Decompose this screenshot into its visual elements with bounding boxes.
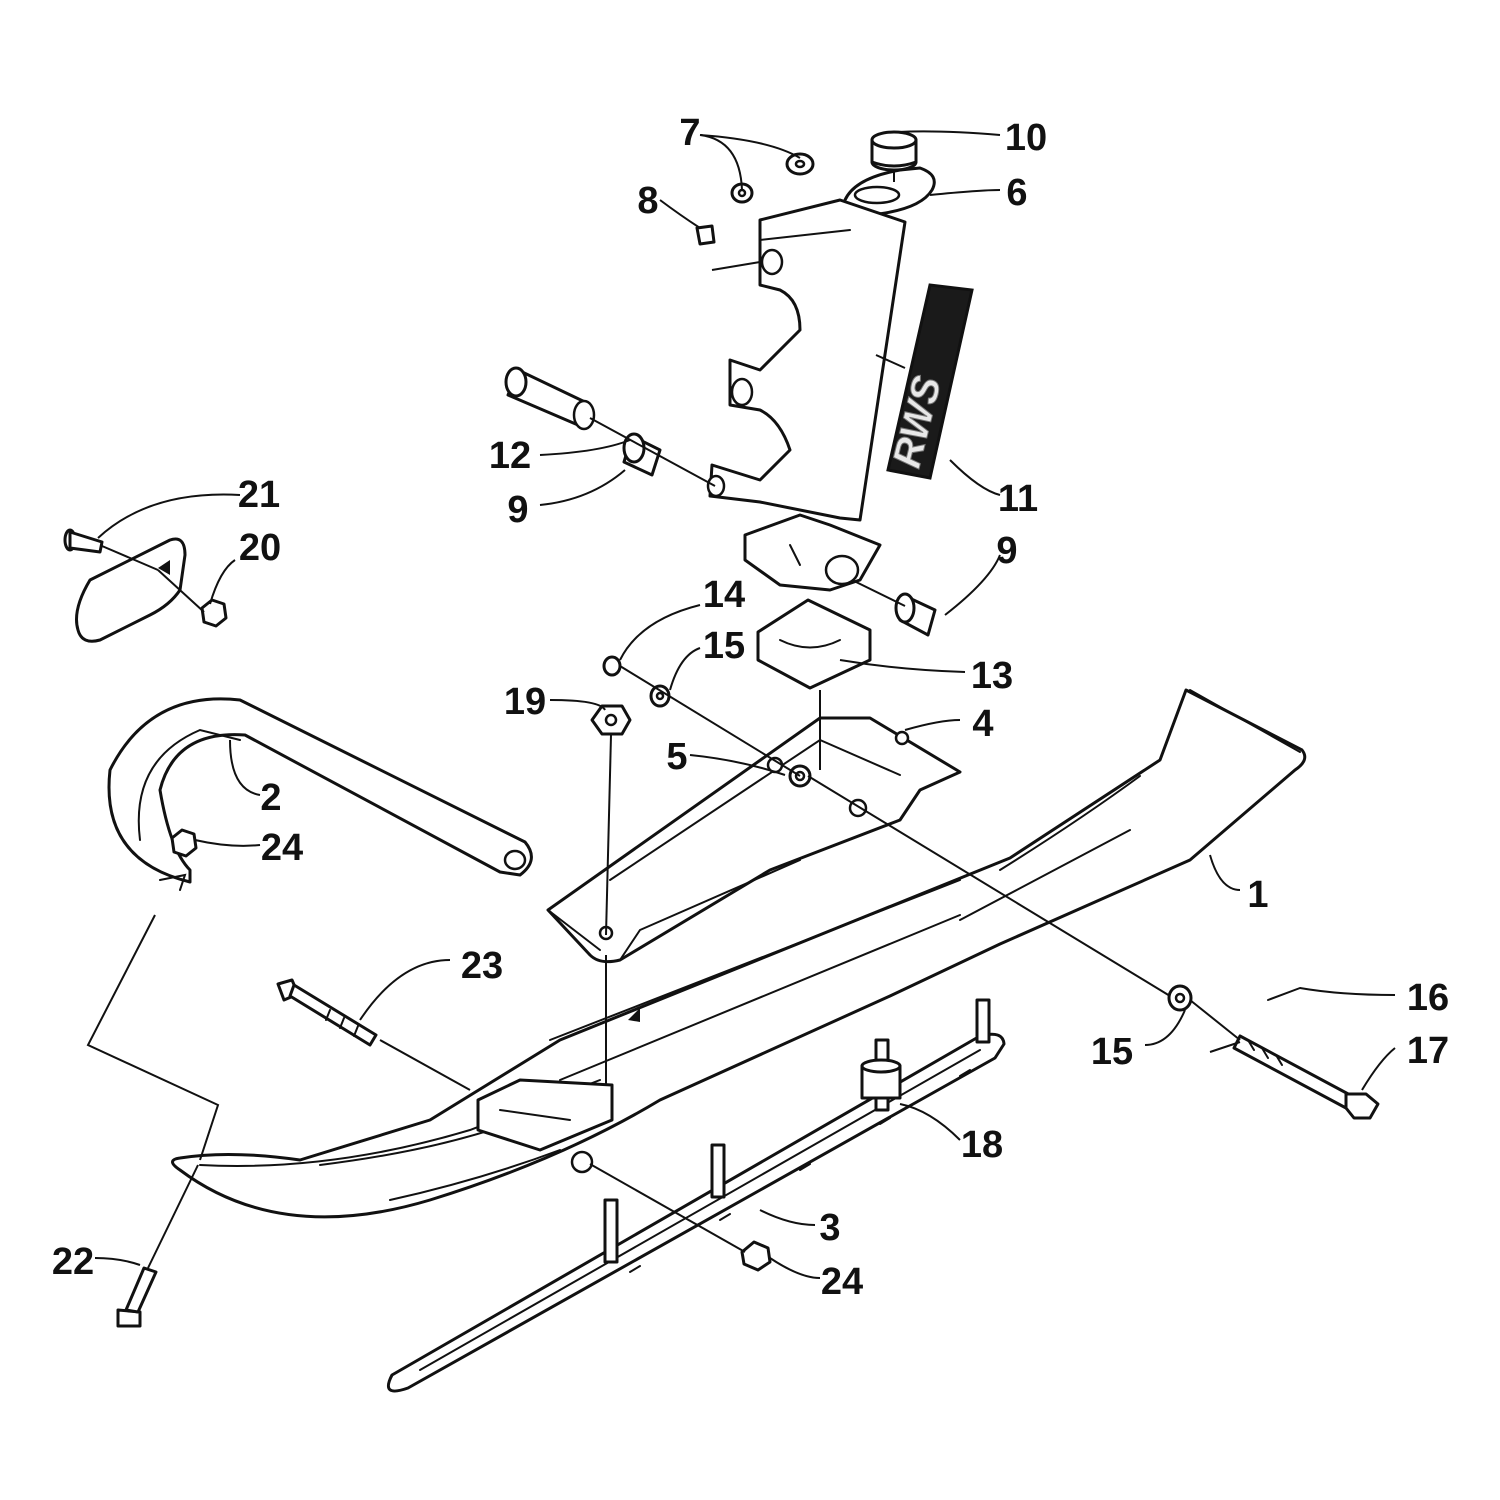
callout-3: 3 xyxy=(819,1207,840,1249)
callout-20: 20 xyxy=(239,527,281,569)
callout-9-lower: 9 xyxy=(996,530,1017,572)
part-13-bumper xyxy=(756,598,872,690)
callout-21: 21 xyxy=(238,474,280,516)
callout-8: 8 xyxy=(637,180,658,222)
callout-9-upper: 9 xyxy=(507,489,528,531)
part-7-washers xyxy=(730,152,815,204)
callout-7: 7 xyxy=(679,112,700,154)
callout-6: 6 xyxy=(1006,172,1027,214)
part-17-bolt xyxy=(1232,1034,1380,1120)
part-19-nut xyxy=(590,704,632,736)
callout-5: 5 xyxy=(666,736,687,778)
callout-23: 23 xyxy=(461,945,503,987)
callout-24-lower: 24 xyxy=(821,1261,863,1303)
callout-15-upper: 15 xyxy=(703,625,745,667)
callout-24-upper: 24 xyxy=(261,827,303,869)
part-20-bracket xyxy=(75,537,228,643)
callout-10: 10 xyxy=(1005,117,1047,159)
callout-11: 11 xyxy=(998,478,1038,520)
part-22-bolt xyxy=(116,1266,158,1328)
leader-lines xyxy=(86,130,1396,1279)
callout-17: 17 xyxy=(1407,1030,1449,1072)
part-15-washers xyxy=(649,684,1193,1012)
part-11-decal: RWS xyxy=(884,283,974,480)
callout-1: 1 xyxy=(1247,874,1268,916)
part-24-nuts xyxy=(170,828,772,1272)
callout-13: 13 xyxy=(971,655,1013,697)
callout-2: 2 xyxy=(260,777,281,819)
part-2-handle xyxy=(107,697,533,891)
callout-12: 12 xyxy=(489,435,531,477)
part-21-screw xyxy=(63,528,104,554)
part-12-sleeve xyxy=(504,366,596,431)
part-10-cap xyxy=(870,130,918,172)
part-8-fitting xyxy=(695,224,716,246)
part-6-spindle xyxy=(706,166,936,592)
part-14-washer xyxy=(602,655,622,677)
callout-22: 22 xyxy=(52,1241,94,1283)
part-18-bushing xyxy=(860,1038,902,1112)
part-16-cotter-pin xyxy=(1267,987,1301,1001)
callout-4: 4 xyxy=(972,703,993,745)
callout-14: 14 xyxy=(703,574,745,616)
callout-16: 16 xyxy=(1407,977,1449,1019)
callout-18: 18 xyxy=(961,1124,1003,1166)
callout-19: 19 xyxy=(504,681,546,723)
part-23-bolt xyxy=(276,978,378,1047)
callout-15-lower: 15 xyxy=(1091,1031,1133,1073)
callout-labels: 1 2 3 4 5 6 7 8 9 9 10 11 12 13 14 15 15… xyxy=(52,112,1449,1303)
part-1-ski xyxy=(171,688,1307,1219)
part-3-wear-bar xyxy=(387,998,1006,1393)
